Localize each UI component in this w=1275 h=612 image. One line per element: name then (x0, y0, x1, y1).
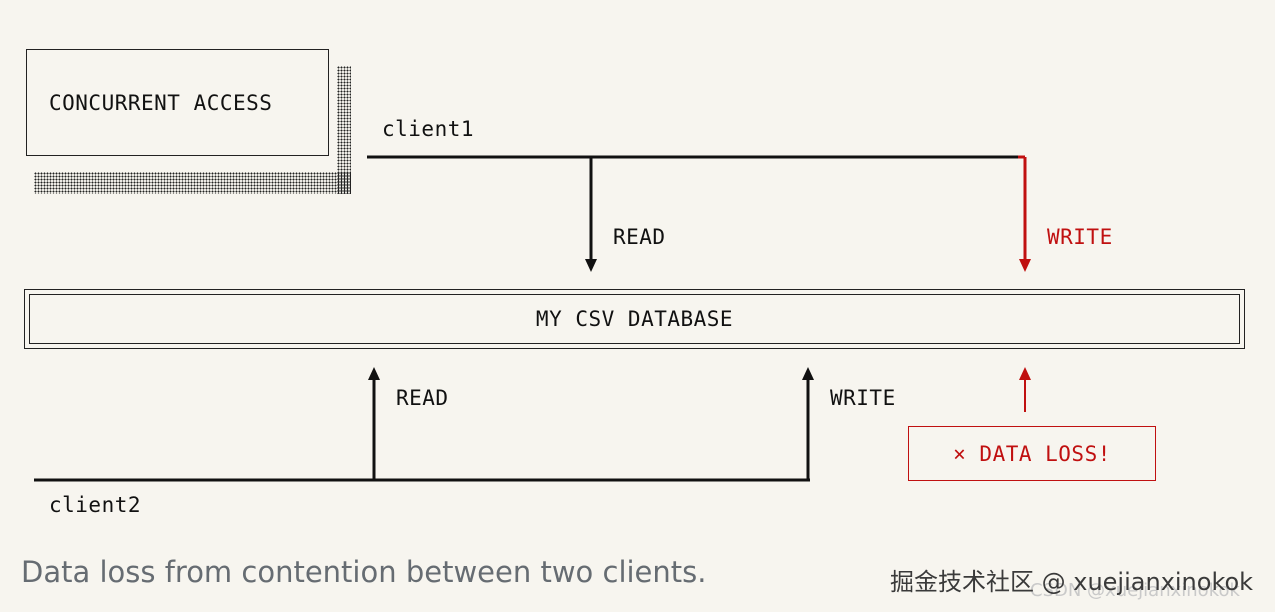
data-loss-label: × DATA LOSS! (953, 441, 1111, 466)
client2-write-arrowhead (802, 367, 814, 380)
database-box-outer (24, 289, 1245, 349)
watermark: 掘金技术社区 @ xuejianxinokok (890, 568, 1254, 596)
data-loss-box: × DATA LOSS! (908, 426, 1156, 481)
database-box: MY CSV DATABASE (29, 294, 1240, 344)
client2-label: client2 (49, 493, 142, 517)
client1-write-arrowhead (1019, 259, 1031, 272)
client1-read-arrowhead (585, 259, 597, 272)
client2-read-label: READ (396, 386, 449, 410)
watermark-secondary: CSDN @xuejianxinokok (1030, 580, 1240, 601)
title-box-shadow-bottom (34, 172, 351, 194)
database-label: MY CSV DATABASE (535, 307, 734, 331)
client1-label: client1 (382, 117, 475, 141)
diagram-title: CONCURRENT ACCESS (49, 90, 273, 115)
figure-caption: Data loss from contention between two cl… (21, 555, 707, 589)
client2-write-label: WRITE (830, 386, 896, 410)
title-box-shadow-right (337, 66, 351, 194)
client1-write-label: WRITE (1047, 225, 1113, 249)
data-loss-arrowhead (1019, 367, 1031, 380)
client1-read-label: READ (613, 225, 666, 249)
title-box: CONCURRENT ACCESS (26, 49, 329, 156)
client2-read-arrowhead (368, 367, 380, 380)
